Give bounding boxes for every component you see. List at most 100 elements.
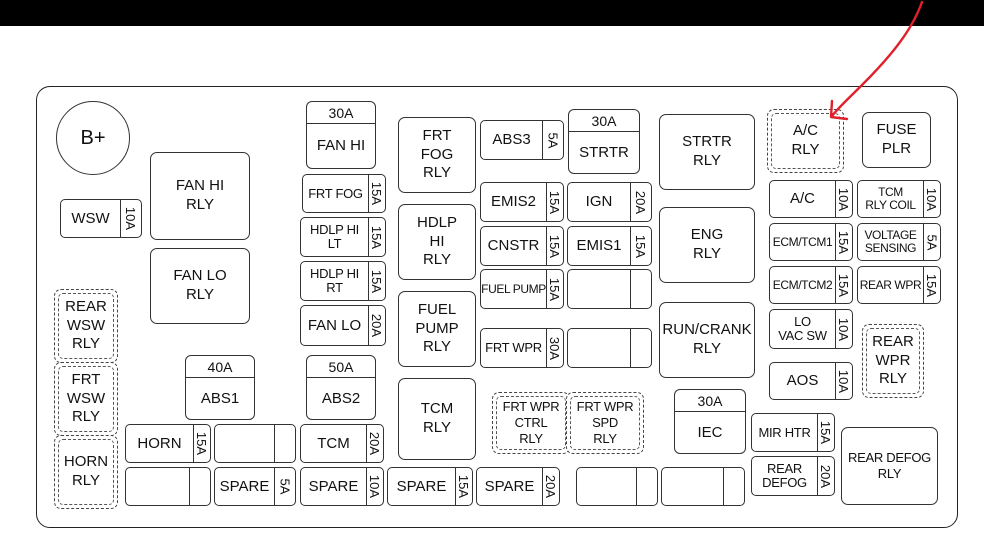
fuse-ac-amp: 10A (836, 187, 852, 211)
maxi-abs2-label: ABS2 (321, 389, 361, 407)
fuse-spare-20a: SPARE 20A (476, 467, 560, 506)
fuse-cnstr-label: CNSTR (487, 237, 540, 255)
fuse-horn: HORN 15A (125, 424, 211, 463)
fuse-abs3: ABS3 5A (480, 120, 564, 160)
maxi-abs2-amp: 50A (307, 356, 375, 378)
fuse-spare-15a-amp: 15A (456, 474, 472, 499)
fuse-fan-lo-amp: 20A (369, 313, 385, 338)
fuse-horn-amp: 15A (194, 431, 210, 456)
maxi-strtr-label: STRTR (579, 143, 629, 161)
fuse-spare-10a-label: SPARE (308, 477, 359, 495)
maxi-fan-hi-label: FAN HI (316, 137, 366, 154)
eng-relay: ENG RLY (659, 207, 755, 283)
horn-relay: HORN RLY (54, 435, 118, 509)
rear-defog-relay: REAR DEFOG RLY (841, 427, 938, 505)
tcm-relay: TCM RLY (398, 378, 476, 460)
frt-wsw-relay-label: FRT WSW RLY (66, 370, 106, 426)
fuse-spare-15a-label: SPARE (396, 477, 447, 495)
fuse-rear-defog-label: REAR DEFOG (762, 461, 807, 490)
frt-wpr-spd-relay: FRT WPR SPD RLY (566, 392, 644, 454)
fuse-abs3-amp: 5A (545, 132, 561, 148)
maxi-fuse-strtr: 30A STRTR (568, 109, 640, 174)
fuse-hdlp-hi-lt-amp: 15A (369, 225, 385, 249)
fuse-wsw-amp: 10A (123, 206, 139, 231)
fuse-ecm-tcm1-amp: 15A (836, 230, 852, 254)
fuse-spare-5a: SPARE 5A (214, 467, 296, 506)
fuse-hdlp-hi-rt: HDLP HI RT 15A (300, 261, 386, 301)
fuse-frt-wpr-amp: 30A (547, 336, 563, 360)
fuse-puller-label: FUSE PLR (876, 121, 917, 157)
fuse-fuel-pump-amp: 15A (547, 277, 563, 301)
fuse-tcm-rly-coil-amp: 10A (924, 187, 940, 211)
fuse-tcm-amp: 20A (367, 431, 383, 456)
fuse-hdlp-hi-rt-label: HDLP HI RT (310, 266, 359, 295)
maxi-fan-hi-amp: 30A (307, 102, 375, 124)
rear-wpr-relay-label: REAR WPR RLY (872, 332, 914, 388)
fuse-emis1: EMIS1 15A (567, 226, 652, 266)
maxi-abs1-label: ABS1 (200, 389, 240, 407)
fuse-lo-vac-sw-label: LO VAC SW (778, 314, 827, 343)
fuse-hdlp-hi-rt-amp: 15A (369, 269, 385, 293)
fuse-abs3-label: ABS3 (492, 131, 531, 149)
fuse-frt-wpr: FRT WPR 30A (480, 328, 564, 368)
fuse-lo-vac-sw-amp: 10A (836, 317, 852, 341)
fuel-pump-relay: FUEL PUMP RLY (398, 291, 476, 367)
horn-relay-label: HORN RLY (63, 453, 109, 489)
fuse-blank-3 (576, 467, 658, 506)
frt-wpr-ctrl-relay: FRT WPR CTRL RLY (492, 392, 570, 454)
fuse-emis2-amp: 15A (547, 190, 563, 214)
rear-wsw-relay: REAR WSW RLY (54, 289, 118, 363)
frt-fog-relay: FRT FOG RLY (398, 117, 476, 193)
fuse-spare-5a-label: SPARE (219, 477, 270, 495)
fuse-voltage-sensing-label: VOLTAGE SENSING (864, 228, 917, 255)
maxi-abs1-amp: 40A (186, 356, 254, 378)
maxi-fuse-abs2: 50A ABS2 (306, 355, 376, 420)
ac-relay-label: A/C RLY (791, 122, 820, 158)
battery-positive-terminal: B+ (56, 101, 130, 175)
hdlp-hi-relay: HDLP HI RLY (398, 204, 476, 280)
run-crank-relay: RUN/CRANK RLY (659, 302, 755, 378)
fuse-rear-wpr-label: REAR WPR (859, 277, 922, 292)
fuse-blank-5 (567, 269, 652, 309)
fuse-emis1-label: EMIS1 (576, 237, 622, 255)
fuse-tcm-rly-coil-label: TCM RLY COIL (865, 185, 916, 212)
hdlp-hi-relay-label: HDLP HI RLY (416, 213, 457, 269)
fuse-rear-wpr-amp: 15A (924, 273, 940, 297)
fuse-spare-5a-amp: 5A (277, 478, 293, 495)
fuse-mir-htr-amp: 15A (818, 420, 834, 445)
fuse-blank-1 (214, 424, 296, 463)
fuse-aos-label: AOS (786, 372, 819, 390)
fuse-emis1-amp: 15A (633, 234, 649, 258)
fuse-blank-2 (125, 467, 211, 506)
fuse-spare-20a-amp: 20A (543, 474, 559, 499)
fuse-aos-amp: 10A (836, 369, 852, 393)
ac-relay: A/C RLY (767, 109, 844, 173)
fuse-ecm-tcm2-amp: 15A (836, 273, 852, 297)
maxi-strtr-amp: 30A (569, 110, 639, 132)
run-crank-relay-label: RUN/CRANK RLY (662, 321, 752, 357)
maxi-iec-amp: 30A (675, 390, 745, 412)
fuse-puller: FUSE PLR (862, 112, 931, 168)
fuse-rear-defog-amp: 20A (818, 464, 834, 488)
fuse-spare-20a-label: SPARE (484, 477, 535, 495)
fuse-horn-label: HORN (137, 434, 182, 452)
maxi-fuse-fan-hi: 30A FAN HI (306, 101, 376, 169)
fuse-fuel-pump-label: FUEL PUMP (481, 281, 546, 296)
top-black-bar (0, 0, 984, 26)
fuse-frt-wpr-label: FRT WPR (485, 340, 542, 356)
